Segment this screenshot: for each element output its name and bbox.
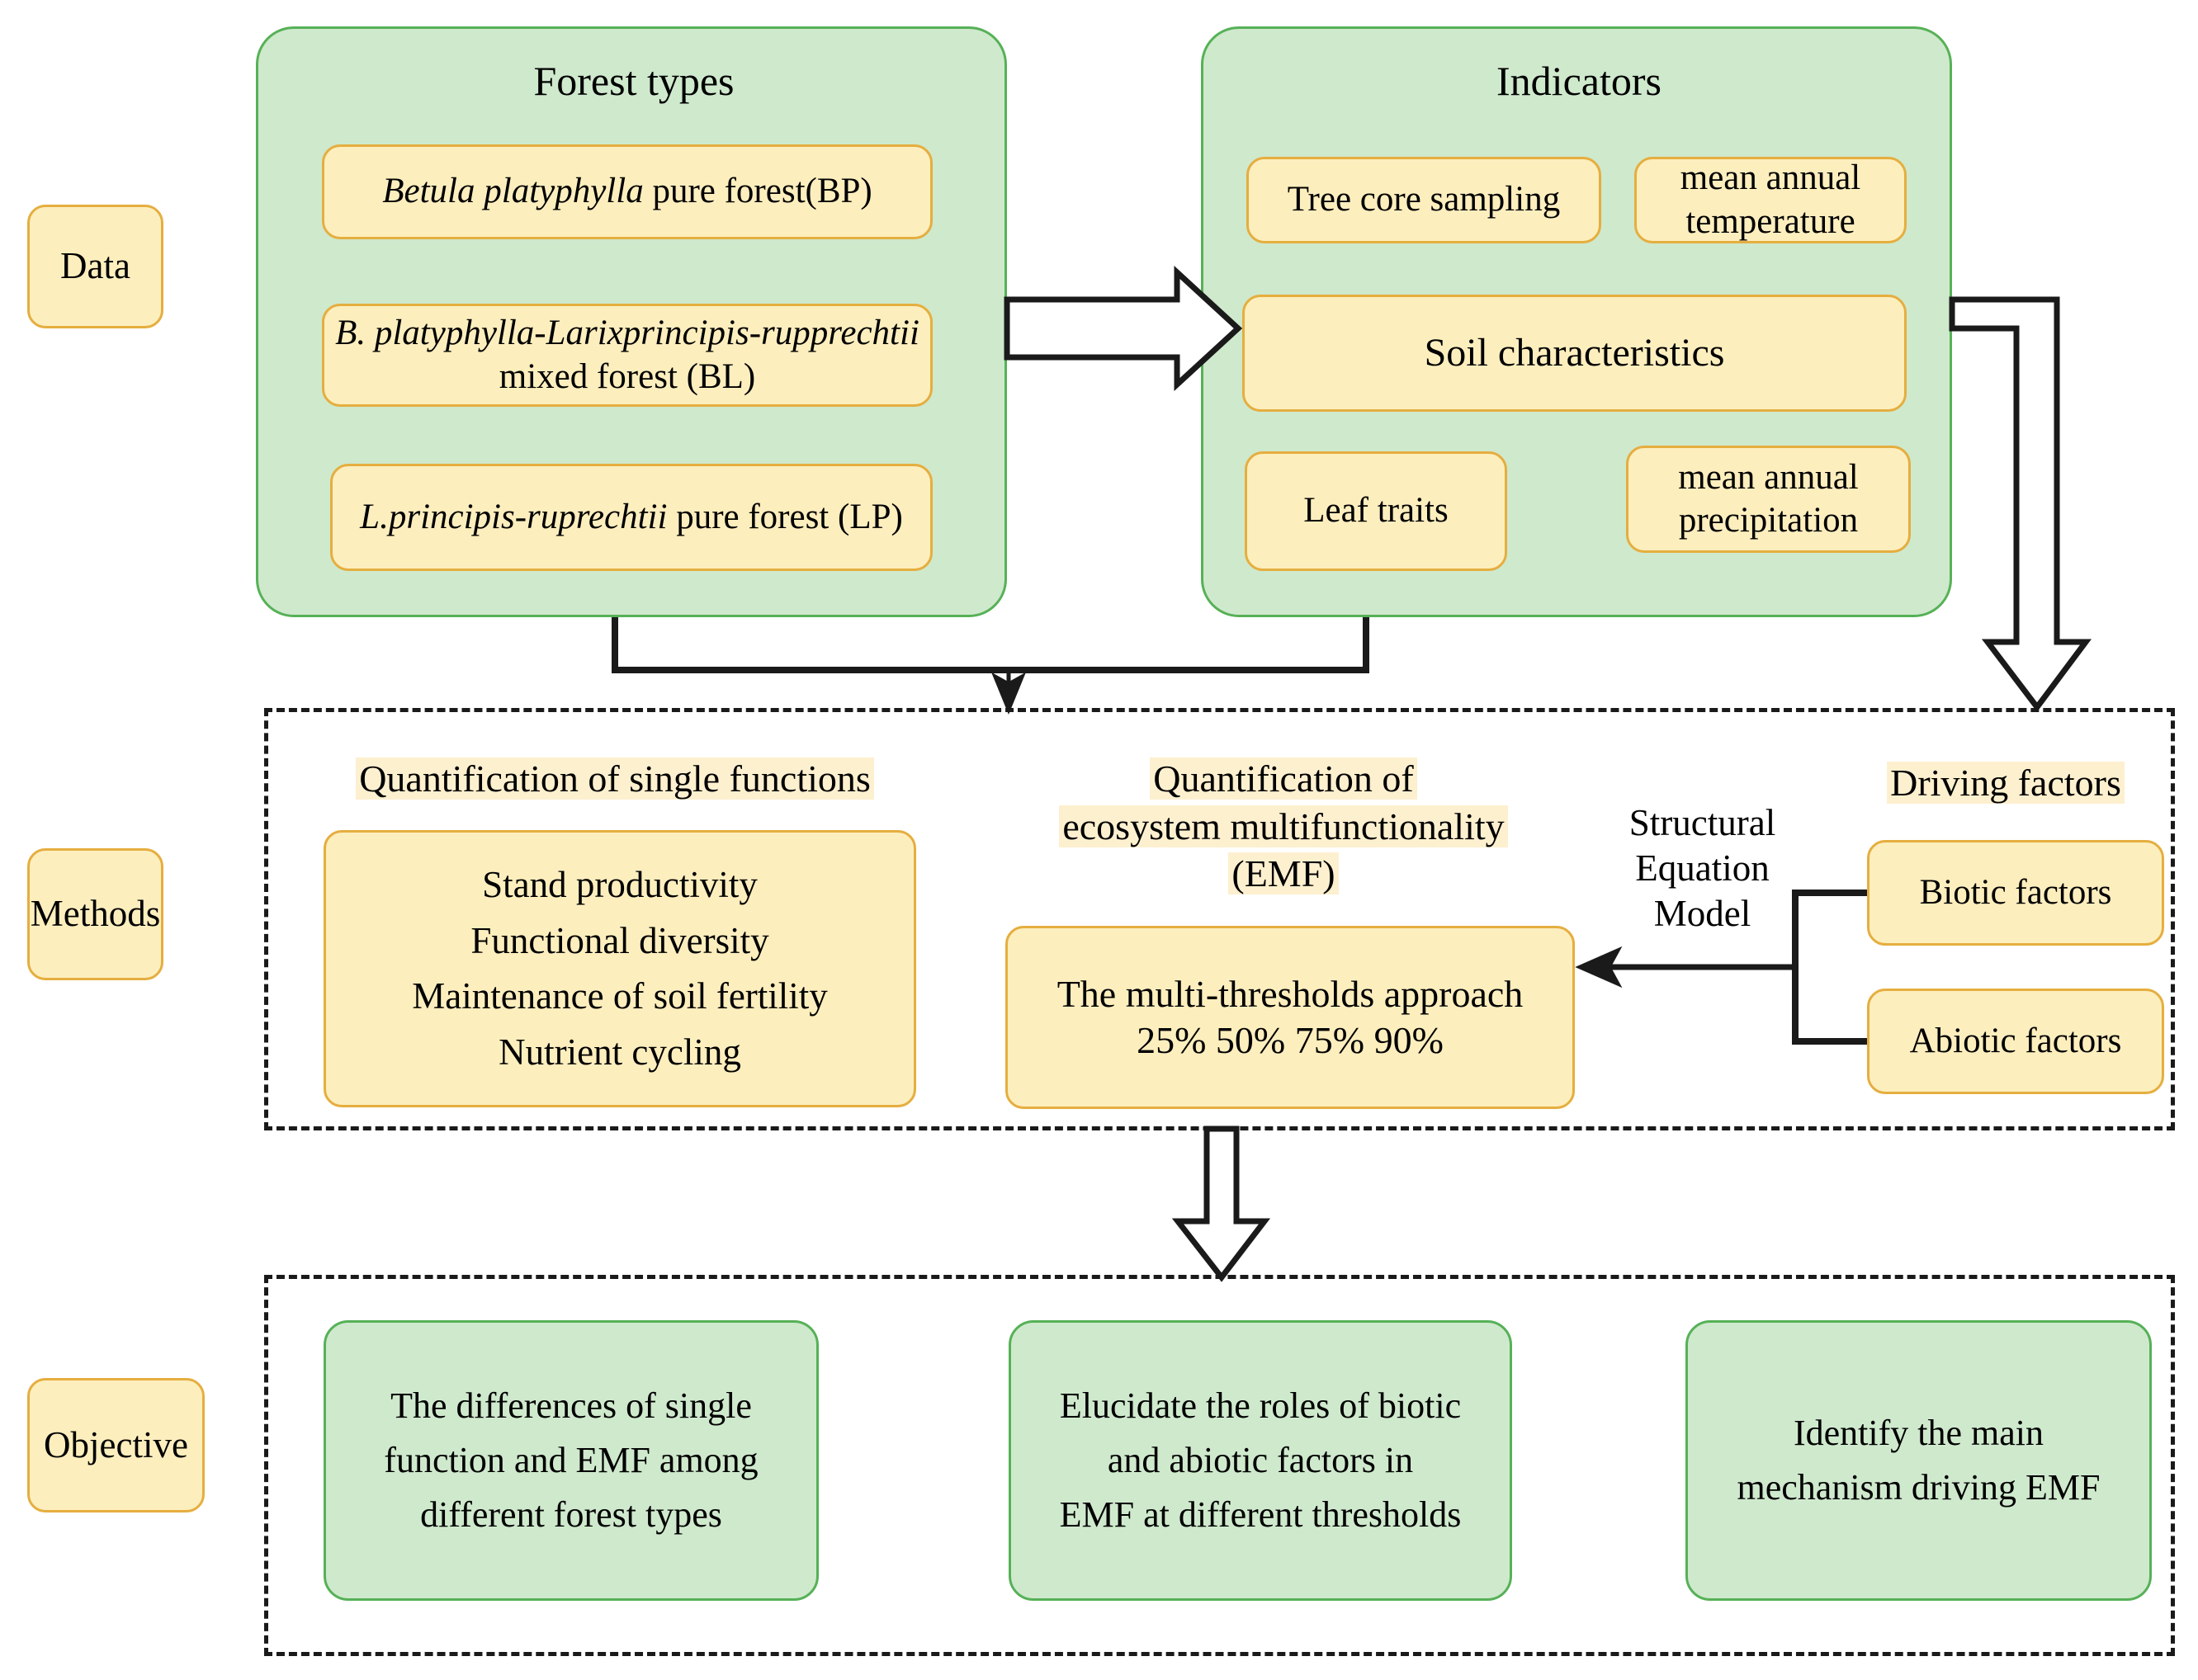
forest-type-lp-rest: pure forest (LP) — [667, 497, 903, 536]
indicator-card-mean-annual-precipitation: mean annual precipitation — [1626, 446, 1911, 553]
single-functions-heading-text: Quantification of single functions — [356, 757, 874, 800]
objective-card-1: The differences of single function and E… — [324, 1320, 819, 1601]
indicator-mat-text: mean annual temperature — [1680, 158, 1861, 241]
forest-type-bp-rest: pure forest(BP) — [643, 172, 872, 211]
emf-heading-line2: ecosystem multifunctionality — [1059, 805, 1508, 847]
stage-label-objective: Objective — [27, 1378, 205, 1512]
emf-heading-line1: Quantification of — [1150, 757, 1417, 800]
abiotic-factors-card: Abiotic factors — [1867, 989, 2164, 1094]
forest-type-card-lp: L.principis-ruprechtii pure forest (LP) — [330, 464, 933, 571]
emf-heading: Quantification of ecosystem multifunctio… — [1003, 755, 1564, 898]
stage-label-objective-text: Objective — [44, 1423, 188, 1465]
forest-type-bl-species: B. platyphylla-Larixprincipis-rupprechti… — [335, 314, 919, 353]
objective-card-2: Elucidate the roles of biotic and abioti… — [1009, 1320, 1512, 1601]
stage-label-data-text: Data — [60, 245, 130, 287]
single-functions-heading: Quantification of single functions — [310, 755, 920, 803]
objective-card-3-text: Identify the main mechanism driving EMF — [1737, 1413, 2101, 1508]
stage-label-methods-text: Methods — [30, 893, 161, 935]
single-functions-list: Stand productivity Functional diversity … — [412, 864, 828, 1073]
indicator-card-tree-core: Tree core sampling — [1246, 157, 1601, 243]
objective-card-1-text: The differences of single function and E… — [384, 1385, 759, 1535]
indicator-card-leaf-traits: Leaf traits — [1245, 451, 1507, 571]
stage-label-methods: Methods — [27, 848, 163, 980]
forest-type-card-bp: Betula platyphylla pure forest(BP) — [322, 144, 933, 239]
forest-type-bp-text: Betula platyphylla pure forest(BP) — [382, 170, 872, 213]
arrow-indicators-to-driving-factors — [1949, 296, 2092, 712]
objective-card-3: Identify the main mechanism driving EMF — [1685, 1320, 2152, 1601]
forest-type-lp-text: L.principis-ruprechtii pure forest (LP) — [360, 496, 903, 539]
forest-type-bp-species: Betula platyphylla — [382, 172, 644, 211]
forest-type-card-bl: B. platyphylla-Larixprincipis-rupprechti… — [322, 304, 933, 407]
emf-card-line1: The multi-thresholds approach — [1056, 972, 1524, 1015]
structural-equation-model-label: Structural Equation Model — [1628, 802, 1776, 934]
bracket-data-to-methods — [612, 617, 1369, 673]
abiotic-factors-text: Abiotic factors — [1909, 1021, 2122, 1060]
forest-type-bl-text: B. platyphylla-Larixprincipis-rupprechti… — [333, 312, 922, 399]
indicator-card-soil-characteristics: Soil characteristics — [1242, 295, 1907, 412]
single-functions-card: Stand productivity Functional diversity … — [324, 830, 916, 1107]
emf-heading-line3: (EMF) — [1228, 852, 1339, 894]
arrowhead-data-to-methods — [990, 672, 1027, 715]
arrow-methods-to-objective — [1171, 1126, 1271, 1282]
emf-card-line2: 25% 50% 75% 90% — [1137, 1019, 1444, 1061]
biotic-factors-card: Biotic factors — [1867, 840, 2164, 946]
driving-factors-heading: Driving factors — [1853, 759, 2158, 807]
biotic-factors-text: Biotic factors — [1919, 872, 2112, 912]
indicator-card-mean-annual-temperature: mean annual temperature — [1634, 157, 1907, 243]
indicator-leaf-traits-text: Leaf traits — [1303, 491, 1449, 531]
indicators-title: Indicators — [1496, 58, 1661, 104]
stage-label-data: Data — [27, 205, 163, 328]
driving-factors-heading-text: Driving factors — [1887, 762, 2125, 804]
indicator-tree-core-text: Tree core sampling — [1287, 180, 1561, 219]
forest-types-title: Forest types — [533, 58, 735, 104]
objective-card-2-text: Elucidate the roles of biotic and abioti… — [1059, 1385, 1462, 1535]
forest-type-bl-rest: mixed forest (BL) — [499, 356, 756, 396]
indicator-map-text: mean annual precipitation — [1678, 457, 1859, 540]
forest-type-lp-species: L.principis-ruprechtii — [360, 497, 668, 536]
emf-multi-thresholds-card: The multi-thresholds approach 25% 50% 75… — [1005, 926, 1575, 1109]
indicator-soil-text: Soil characteristics — [1424, 330, 1725, 375]
